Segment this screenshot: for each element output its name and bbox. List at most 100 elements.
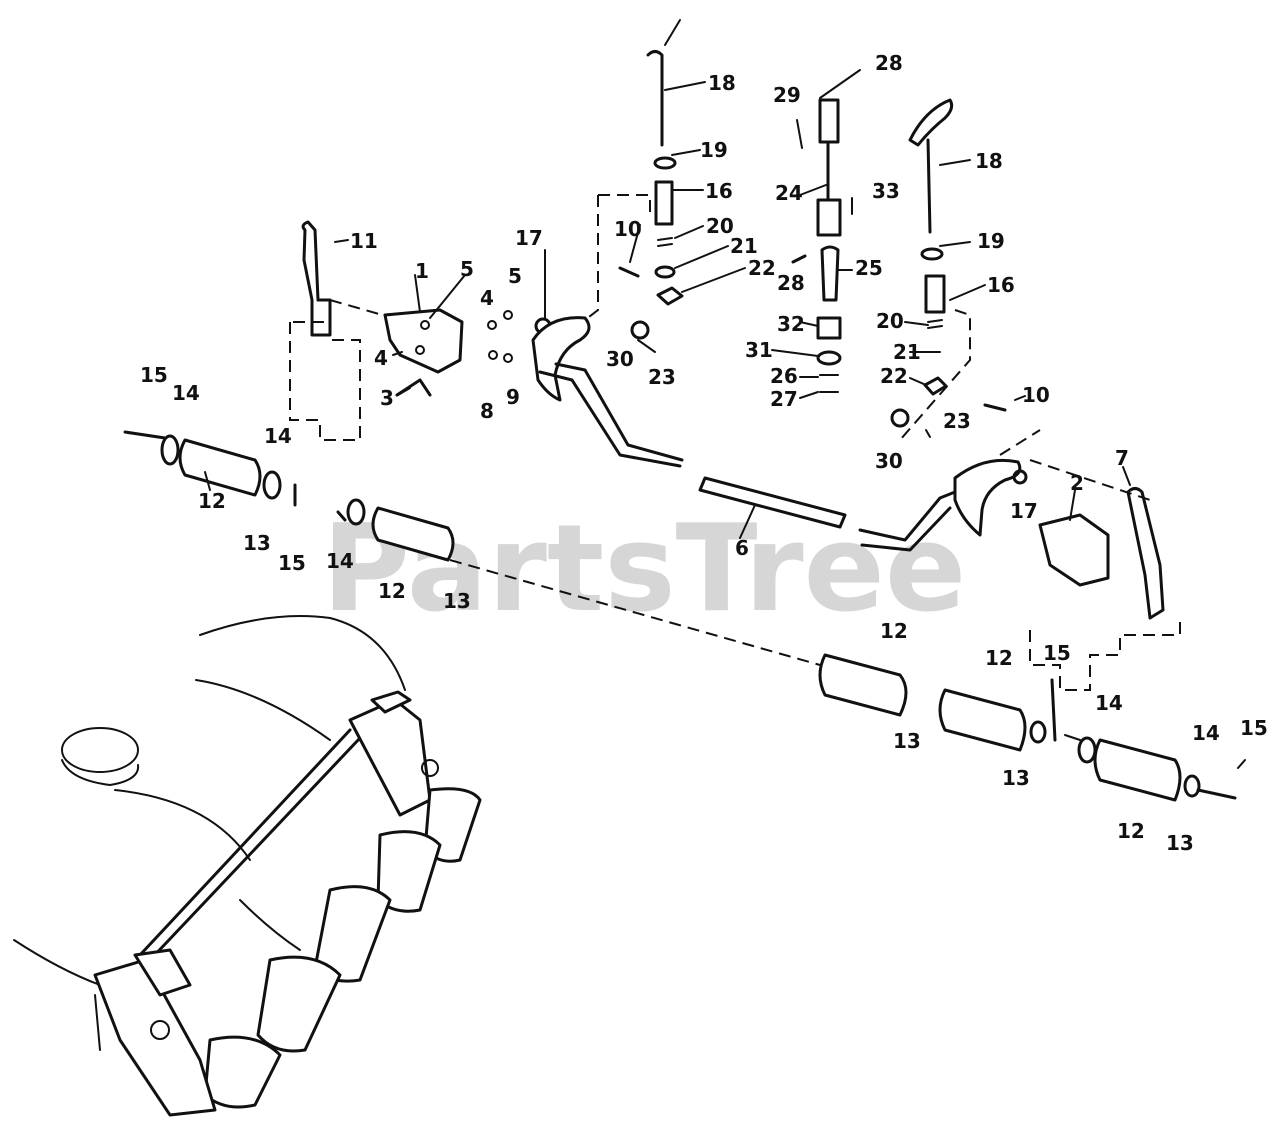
part-22-center-collar [656,286,684,306]
callout-13-left: 13 [243,531,271,555]
part-14-right-washer-c [1183,774,1201,798]
part-26-27-spacer [819,374,839,393]
callout-27: 27 [770,387,798,411]
callout-24: 24 [775,181,803,205]
callout-21-center: 21 [730,234,758,258]
callout-19-right: 19 [977,229,1005,253]
right-lever-arm [953,458,1022,537]
callout-23-right: 23 [943,409,971,433]
assembly-line-center [598,194,651,215]
callout-17-right: 17 [1010,499,1038,523]
callout-15-right: 15 [1240,716,1268,740]
part-19-center-washer [653,156,677,170]
right-bent-shaft-outer [860,506,952,552]
left-lever-arm [531,316,591,402]
part-8-pin [488,350,498,360]
part-1-hole-b [415,345,425,355]
callout-10-right: 10 [1022,383,1050,407]
callout-13-right-a: 13 [893,729,921,753]
callout-12-right-c: 12 [1117,819,1145,843]
part-28-top-block [818,98,840,144]
part-17-right-bushing [1012,469,1028,485]
left-bent-shaft-outer [554,362,684,462]
callout-12-right-b: 12 [985,646,1013,670]
part-10-right-pin [983,403,1007,412]
callout-5-left: 5 [460,257,474,281]
callout-4-center: 4 [480,286,494,310]
callout-13-right-b: 13 [1002,766,1030,790]
callout-14-mid: 14 [326,549,354,573]
callout-9: 9 [506,385,520,409]
assembly-line-left-bracket [289,321,361,441]
part-1-hole-a [420,320,430,330]
part-16-right-sleeve [924,274,946,314]
callout-19-center: 19 [700,138,728,162]
part-14-right-washer-b [1077,736,1097,764]
callout-13-right-c: 13 [1166,831,1194,855]
callout-12-mid: 12 [378,579,406,603]
left-bent-shaft [538,370,682,468]
callout-23-center: 23 [648,365,676,389]
callout-18-right: 18 [975,149,1003,173]
callout-1: 1 [415,259,429,283]
part-9-washer [503,353,513,363]
callout-10-center: 10 [614,217,642,241]
part-14-mid-washer [346,498,366,526]
callout-8: 8 [480,399,494,423]
part-20-center-spring [657,237,673,247]
callout-12-left: 12 [198,489,226,513]
part-6-bar [698,476,847,529]
part-16-center-sleeve [654,180,674,226]
callout-25: 25 [855,256,883,280]
part-18-center-rod [646,50,664,147]
callout-14-left-a: 14 [172,381,200,405]
callout-15-left: 15 [140,363,168,387]
callout-26: 26 [770,364,798,388]
callout-13-mid: 13 [443,589,471,613]
callout-22-right: 22 [880,364,908,388]
callout-20-right: 20 [876,309,904,333]
part-12-mid-roller [371,506,455,562]
callout-16-right: 16 [987,273,1015,297]
part-24-block [816,198,842,237]
part-22-right-collar [923,376,948,396]
leader-lines [204,69,1131,741]
callout-32: 32 [777,312,805,336]
callout-31: 31 [745,338,773,362]
callout-6: 6 [735,536,749,560]
part-30-center-nut [630,320,650,340]
callout-labels: 1 2 3 4 4 5 5 6 7 8 9 10 10 11 12 12 12 … [140,51,1268,855]
part-30-right-nut [890,408,910,428]
part-12-right-roller-a [818,653,908,717]
assembly-line-center-down [584,195,599,321]
callout-28-top: 28 [875,51,903,75]
tractor-illustration [13,615,482,1117]
part-15-right-pin [1050,678,1057,742]
part-5-nut [503,310,513,320]
callout-11: 11 [350,229,378,253]
right-bent-shaft [858,490,957,542]
part-7-arm [1126,487,1165,620]
assembly-line-right [1029,459,1151,501]
part-31-washer [816,350,842,366]
part-14-left-washer-a [160,434,180,466]
callout-21-right: 21 [893,340,921,364]
part-15-mid-pin [336,510,347,522]
assembly-line-right-link [999,429,1041,456]
callout-15-right-pin: 15 [1043,641,1071,665]
callout-22-center: 22 [748,256,776,280]
part-28-small-pin [791,254,807,264]
part-21-center-washer [654,265,676,279]
part-15-left-shaft [123,430,167,440]
part-15-right-shaft-tick [1237,759,1246,769]
callout-5-center: 5 [508,264,522,288]
part-11-arm [301,220,332,337]
part-25-pin [820,245,840,302]
part-12-right-roller-c [1093,738,1182,802]
callout-7: 7 [1115,446,1129,470]
callout-12-right-a: 12 [880,619,908,643]
assembly-line-right-stack [899,309,971,441]
callout-29: 29 [773,83,801,107]
part-10-center-pin [618,266,640,278]
